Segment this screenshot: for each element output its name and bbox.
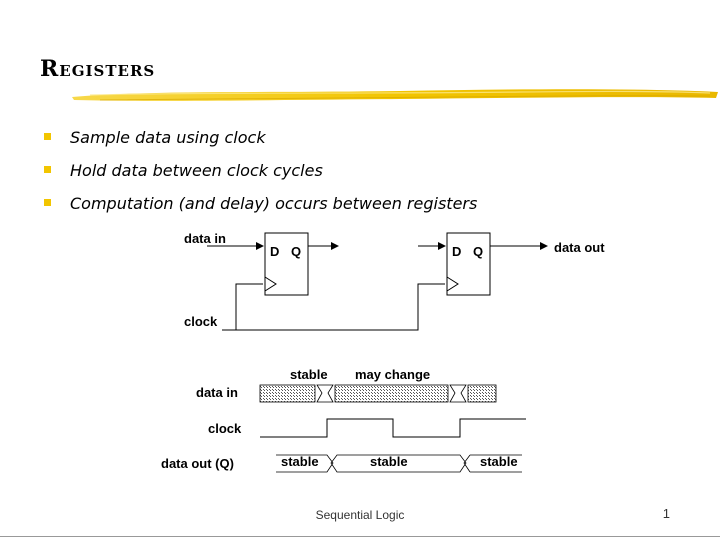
- slide-footer: Sequential Logic: [315, 508, 405, 522]
- bullet-list: Sample data using clock Hold data betwee…: [44, 128, 477, 227]
- register-1-d-label: D: [270, 244, 279, 259]
- title-underline-brush: [72, 89, 718, 101]
- timing-row-data-out-label: data out (Q): [161, 456, 234, 471]
- timing-row-data-in-label: data in: [196, 385, 238, 400]
- clock-waveform: [260, 418, 526, 438]
- clock-wire-register-1: [222, 283, 263, 331]
- bullet-square-icon: [44, 133, 51, 140]
- timing-row-clock-label: clock: [208, 421, 242, 436]
- circuit-input-label: data in: [184, 231, 226, 246]
- bullet-item: Computation (and delay) occurs between r…: [44, 194, 477, 227]
- register-2-clock-triangle-icon: [446, 276, 459, 292]
- page-number: 1: [662, 506, 670, 521]
- data-out-waveform: [276, 454, 522, 473]
- bullet-item: Hold data between clock cycles: [44, 161, 477, 194]
- bullet-text: Sample data using clock: [70, 128, 266, 147]
- bullet-text: Hold data between clock cycles: [70, 161, 323, 180]
- register-2-box: [446, 232, 491, 296]
- bullet-square-icon: [44, 199, 51, 206]
- register-1-box: [264, 232, 309, 296]
- data-out-stable-label-3: stable: [480, 454, 518, 469]
- data-in-waveform: [259, 384, 497, 403]
- timing-label-stable: stable: [290, 367, 328, 382]
- register-2-d-label: D: [452, 244, 461, 259]
- circuit-clock-label: clock: [184, 314, 218, 329]
- bottom-divider: [0, 536, 720, 537]
- circuit-output-label: data out: [554, 240, 605, 255]
- register-2-q-label: Q: [473, 244, 483, 259]
- timing-label-may-change: may change: [355, 367, 430, 382]
- bullet-text: Computation (and delay) occurs between r…: [70, 194, 478, 213]
- data-out-stable-label-1: stable: [281, 454, 319, 469]
- register-1-clock-triangle-icon: [264, 276, 277, 292]
- bullet-item: Sample data using clock: [44, 128, 477, 161]
- slide-title: Registers: [40, 56, 156, 82]
- register-1-q-label: Q: [291, 244, 301, 259]
- data-out-stable-label-2: stable: [370, 454, 408, 469]
- clock-wire-register-2: [236, 283, 445, 331]
- bullet-square-icon: [44, 166, 51, 173]
